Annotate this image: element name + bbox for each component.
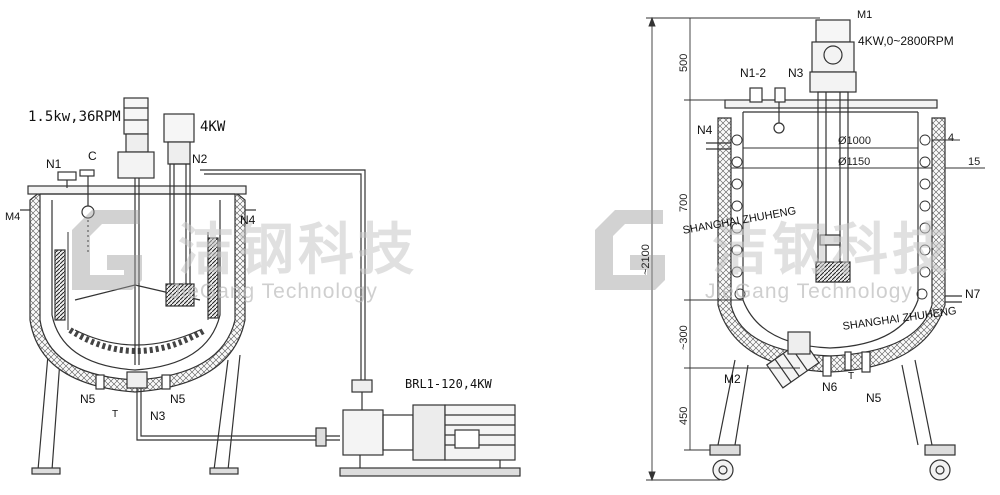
right-motor-label: 4KW,0~2800RPM bbox=[858, 34, 954, 48]
watermark-en-left: JieGang Technology bbox=[170, 280, 378, 303]
right-nozzle-n7: N7 bbox=[965, 287, 981, 301]
dim-thickness-1: 4 bbox=[948, 132, 955, 144]
right-nozzle-n6: N6 bbox=[822, 380, 838, 394]
dim-thickness-2: 15 bbox=[968, 156, 981, 168]
dim-diameter-inner: Ø1000 bbox=[838, 135, 872, 147]
right-nozzle-t: T bbox=[848, 371, 855, 382]
left-nozzle-n5b: N5 bbox=[170, 392, 186, 406]
dim-700: 700 bbox=[678, 193, 690, 212]
dim-450: 450 bbox=[678, 406, 690, 425]
dim-total: ~2100 bbox=[640, 244, 652, 275]
right-motor-tag: M1 bbox=[857, 9, 873, 21]
right-vessel bbox=[706, 19, 962, 481]
dim-diameter-outer: Ø1150 bbox=[838, 156, 871, 168]
right-nozzle-n3: N3 bbox=[788, 66, 804, 80]
dimension-lines bbox=[646, 16, 985, 482]
watermark-logo-right-icon bbox=[595, 210, 665, 290]
pump-assembly bbox=[339, 379, 521, 477]
watermark-cn-left: 洁钢科技 bbox=[178, 218, 418, 283]
right-nozzle-n5: N5 bbox=[866, 391, 882, 405]
right-nozzle-n4: N4 bbox=[697, 123, 713, 137]
left-nozzle-n2: N2 bbox=[192, 152, 208, 166]
watermark-cn-right: 洁钢科技 bbox=[712, 218, 952, 283]
left-nozzle-m4: M4 bbox=[5, 211, 21, 223]
left-motor-label: 1.5kw,36RPM bbox=[28, 109, 121, 125]
left-nozzle-n4: N4 bbox=[240, 213, 256, 227]
watermark-en-right: JieGang Technology bbox=[705, 280, 913, 303]
dim-500: 500 bbox=[678, 53, 690, 72]
right-nozzle-m2: M2 bbox=[724, 372, 741, 386]
pump-label: BRL1-120,4KW bbox=[405, 377, 492, 391]
left-nozzle-t: T bbox=[112, 409, 119, 420]
left-vessel bbox=[20, 97, 366, 475]
left-nozzle-n5a: N5 bbox=[80, 392, 96, 406]
left-nozzle-n1: N1 bbox=[46, 157, 62, 171]
left-nozzle-c: C bbox=[88, 149, 97, 163]
watermark-logo-left-icon bbox=[72, 210, 142, 290]
left-nozzle-n3: N3 bbox=[150, 409, 166, 423]
left-motor2-label: 4KW bbox=[200, 119, 226, 135]
dim-300: ~300 bbox=[678, 325, 690, 350]
right-nozzle-n12: N1-2 bbox=[740, 66, 767, 80]
